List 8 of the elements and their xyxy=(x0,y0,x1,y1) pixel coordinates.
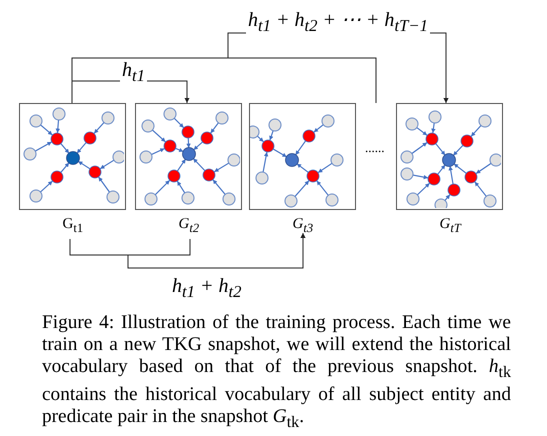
snapshot-label: G$_{t2}$ xyxy=(178,217,200,234)
snapshot-label: G$_{t1}$ xyxy=(62,217,84,234)
snapshot-label: G$_{t3}$ xyxy=(292,217,314,234)
connector-arrow xyxy=(128,232,306,268)
edge-label: h$_{t1}$ + h$_{t2}$ + ⋯ + h$_{tT−1}$ xyxy=(246,10,430,35)
snapshot-label: G$_{tT}$ xyxy=(440,217,461,234)
ellipsis-text: ...... xyxy=(365,141,384,154)
figure-caption: Figure 4: Illustration of the training process. Each time we train on a new TKG snapshot, we will extend the historical vocabulary based on that of the previous snapshot. h$_{tk}$ contains the historical vocabulary of all subject entity and predicate pair in the snapshot G$_{tk}$. xyxy=(42,312,511,433)
